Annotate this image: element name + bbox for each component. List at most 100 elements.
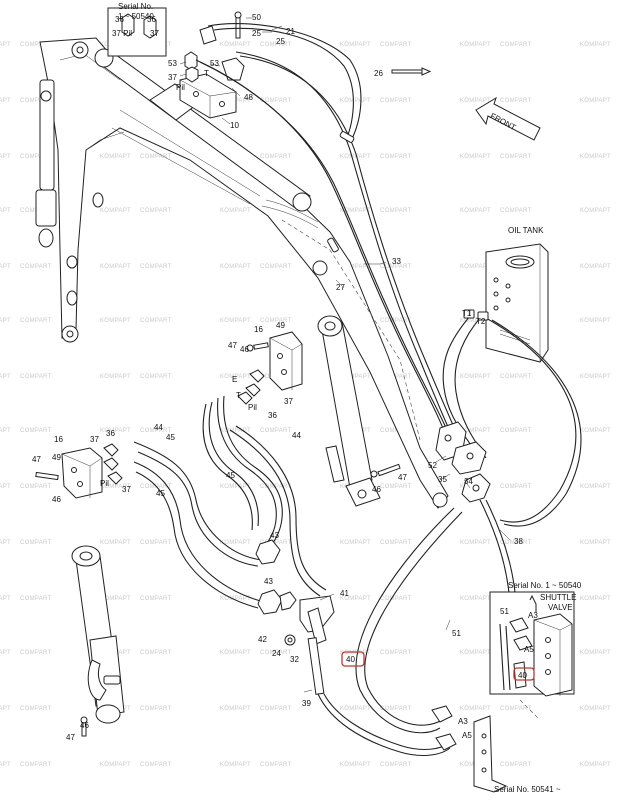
inset-shuttle-valve xyxy=(489,591,575,697)
watermark-wordmark: COMPART xyxy=(140,428,172,434)
valve-block-left xyxy=(35,443,123,499)
callout-47b: 47 xyxy=(32,455,41,464)
callout-33: 33 xyxy=(392,257,401,266)
watermark-brand: KOMPAPT xyxy=(340,98,371,104)
watermark-wordmark: COMPART xyxy=(260,154,292,160)
watermark-brand: KOMPAPT xyxy=(340,762,371,768)
watermark-wordmark: COMPART xyxy=(380,428,412,434)
watermark-brand: KOMPAPT xyxy=(0,374,11,380)
watermark-brand: KOMPAPT xyxy=(220,208,251,214)
serial-bottom-label: Serial No. 50541 ~ xyxy=(494,785,561,794)
callout-44a: 44 xyxy=(154,423,163,432)
callout-24: 24 xyxy=(272,649,281,658)
callout-46c: 46 xyxy=(372,485,381,494)
watermark-wordmark: COMPART xyxy=(500,208,532,214)
watermark-wordmark: COMPART xyxy=(140,208,172,214)
callout-47c: 47 xyxy=(398,473,407,482)
watermark-wordmark: COMPART xyxy=(260,762,292,768)
watermark-brand: KOMPAPT xyxy=(460,428,491,434)
bolts xyxy=(80,67,432,737)
watermark-wordmark: COMPART xyxy=(380,540,412,546)
watermark-wordmark: COMPART xyxy=(500,42,532,48)
callout-43a: 43 xyxy=(270,531,279,540)
watermark-wordmark: COMPART xyxy=(380,154,412,160)
callout-50: 50 xyxy=(252,13,261,22)
callout-52: 52 xyxy=(428,461,437,470)
shuttle-valve-line1: SHUTTLE xyxy=(540,593,576,602)
callout-36a: 36 xyxy=(115,15,124,24)
watermark-wordmark: COMPART xyxy=(20,484,52,490)
callout-36d: 36 xyxy=(106,429,115,438)
watermark-brand: KOMPAPT xyxy=(0,264,11,270)
watermark-wordmark: COMPART xyxy=(20,98,52,104)
watermark-brand: KOMPAPT xyxy=(100,428,131,434)
callout-38: 38 xyxy=(514,537,523,546)
callout-pil3: Pil xyxy=(100,479,109,488)
fittings-top-center xyxy=(184,11,245,83)
callout-labels: Serial No. 1 ~ 50540 36 36 37 Pil 37 50 … xyxy=(32,2,582,794)
callout-45a: 45 xyxy=(166,433,175,442)
watermark-wordmark: COMPART xyxy=(20,540,52,546)
watermark-wordmark: COMPART xyxy=(380,98,412,104)
fitting-block-52 xyxy=(435,421,491,503)
callout-16a: 16 xyxy=(254,325,263,334)
callout-10: 10 xyxy=(230,121,239,130)
watermark-brand: KOMPAPT xyxy=(0,98,11,104)
callout-25b: 25 xyxy=(276,37,285,46)
valve-block-10 xyxy=(179,73,237,119)
watermark-brand: KOMPAPT xyxy=(580,484,611,490)
watermark-brand: KOMPAPT xyxy=(0,596,11,602)
callout-51: 51 xyxy=(452,629,461,638)
watermark-brand: KOMPAPT xyxy=(460,374,491,380)
watermark-brand: KOMPAPT xyxy=(460,318,491,324)
watermark-brand: KOMPAPT xyxy=(0,484,11,490)
watermark-brand: KOMPAPT xyxy=(220,428,251,434)
watermark-brand: KOMPAPT xyxy=(220,762,251,768)
watermark-wordmark: COMPART xyxy=(140,650,172,656)
watermark-wordmark: COMPART xyxy=(20,762,52,768)
callout-26: 26 xyxy=(374,69,383,78)
callout-45c: 45 xyxy=(156,489,165,498)
watermark-brand: KOMPAPT xyxy=(580,596,611,602)
callout-51b: 51 xyxy=(500,607,509,616)
callout-46b: 46 xyxy=(52,495,61,504)
oil-tank-label: OIL TANK xyxy=(508,226,544,235)
watermark-brand: KOMPAPT xyxy=(460,540,491,546)
watermark-brand: KOMPAPT xyxy=(100,374,131,380)
watermark-wordmark: COMPART xyxy=(140,318,172,324)
watermark-brand: KOMPAPT xyxy=(460,264,491,270)
callout-47a: 47 xyxy=(228,341,237,350)
watermark-brand: KOMPAPT xyxy=(0,154,11,160)
callout-a3: A3 xyxy=(528,611,538,620)
callout-53b: 53 xyxy=(210,59,219,68)
watermark-wordmark: COMPART xyxy=(500,540,532,546)
callout-53a: 53 xyxy=(168,59,177,68)
callout-t1: T1 xyxy=(462,309,472,318)
callout-37b: 37 xyxy=(168,73,177,82)
watermark-wordmark: COMPART xyxy=(20,318,52,324)
watermark-brand: KOMPAPT xyxy=(340,650,371,656)
watermark-brand: KOMPAPT xyxy=(220,484,251,490)
callout-pil2: Pil xyxy=(248,403,257,412)
watermark-wordmark: COMPART xyxy=(380,264,412,270)
watermark-brand: KOMPAPT xyxy=(460,596,491,602)
watermark-wordmark: COMPART xyxy=(140,154,172,160)
callout-pil: Pil xyxy=(176,83,185,92)
serial-top-line1: Serial No. xyxy=(118,2,153,11)
callout-46d: 46 xyxy=(80,721,89,730)
watermark-brand: KOMPAPT xyxy=(580,374,611,380)
watermark-brand: KOMPAPT xyxy=(220,596,251,602)
callout-37c: 37 xyxy=(284,397,293,406)
callout-e: E xyxy=(232,375,237,384)
bucket-cylinder-left xyxy=(71,545,125,724)
callout-40: 40 xyxy=(346,655,355,664)
watermark-brand: KOMPAPT xyxy=(0,318,11,324)
watermark-wordmark: COMPART xyxy=(140,374,172,380)
callout-46a: 46 xyxy=(240,345,249,354)
callout-40b: 40 xyxy=(518,671,527,680)
watermark-brand: KOMPAPT xyxy=(100,484,131,490)
watermark-wordmark: COMPART xyxy=(20,42,52,48)
watermark-brand: KOMPAPT xyxy=(460,42,491,48)
